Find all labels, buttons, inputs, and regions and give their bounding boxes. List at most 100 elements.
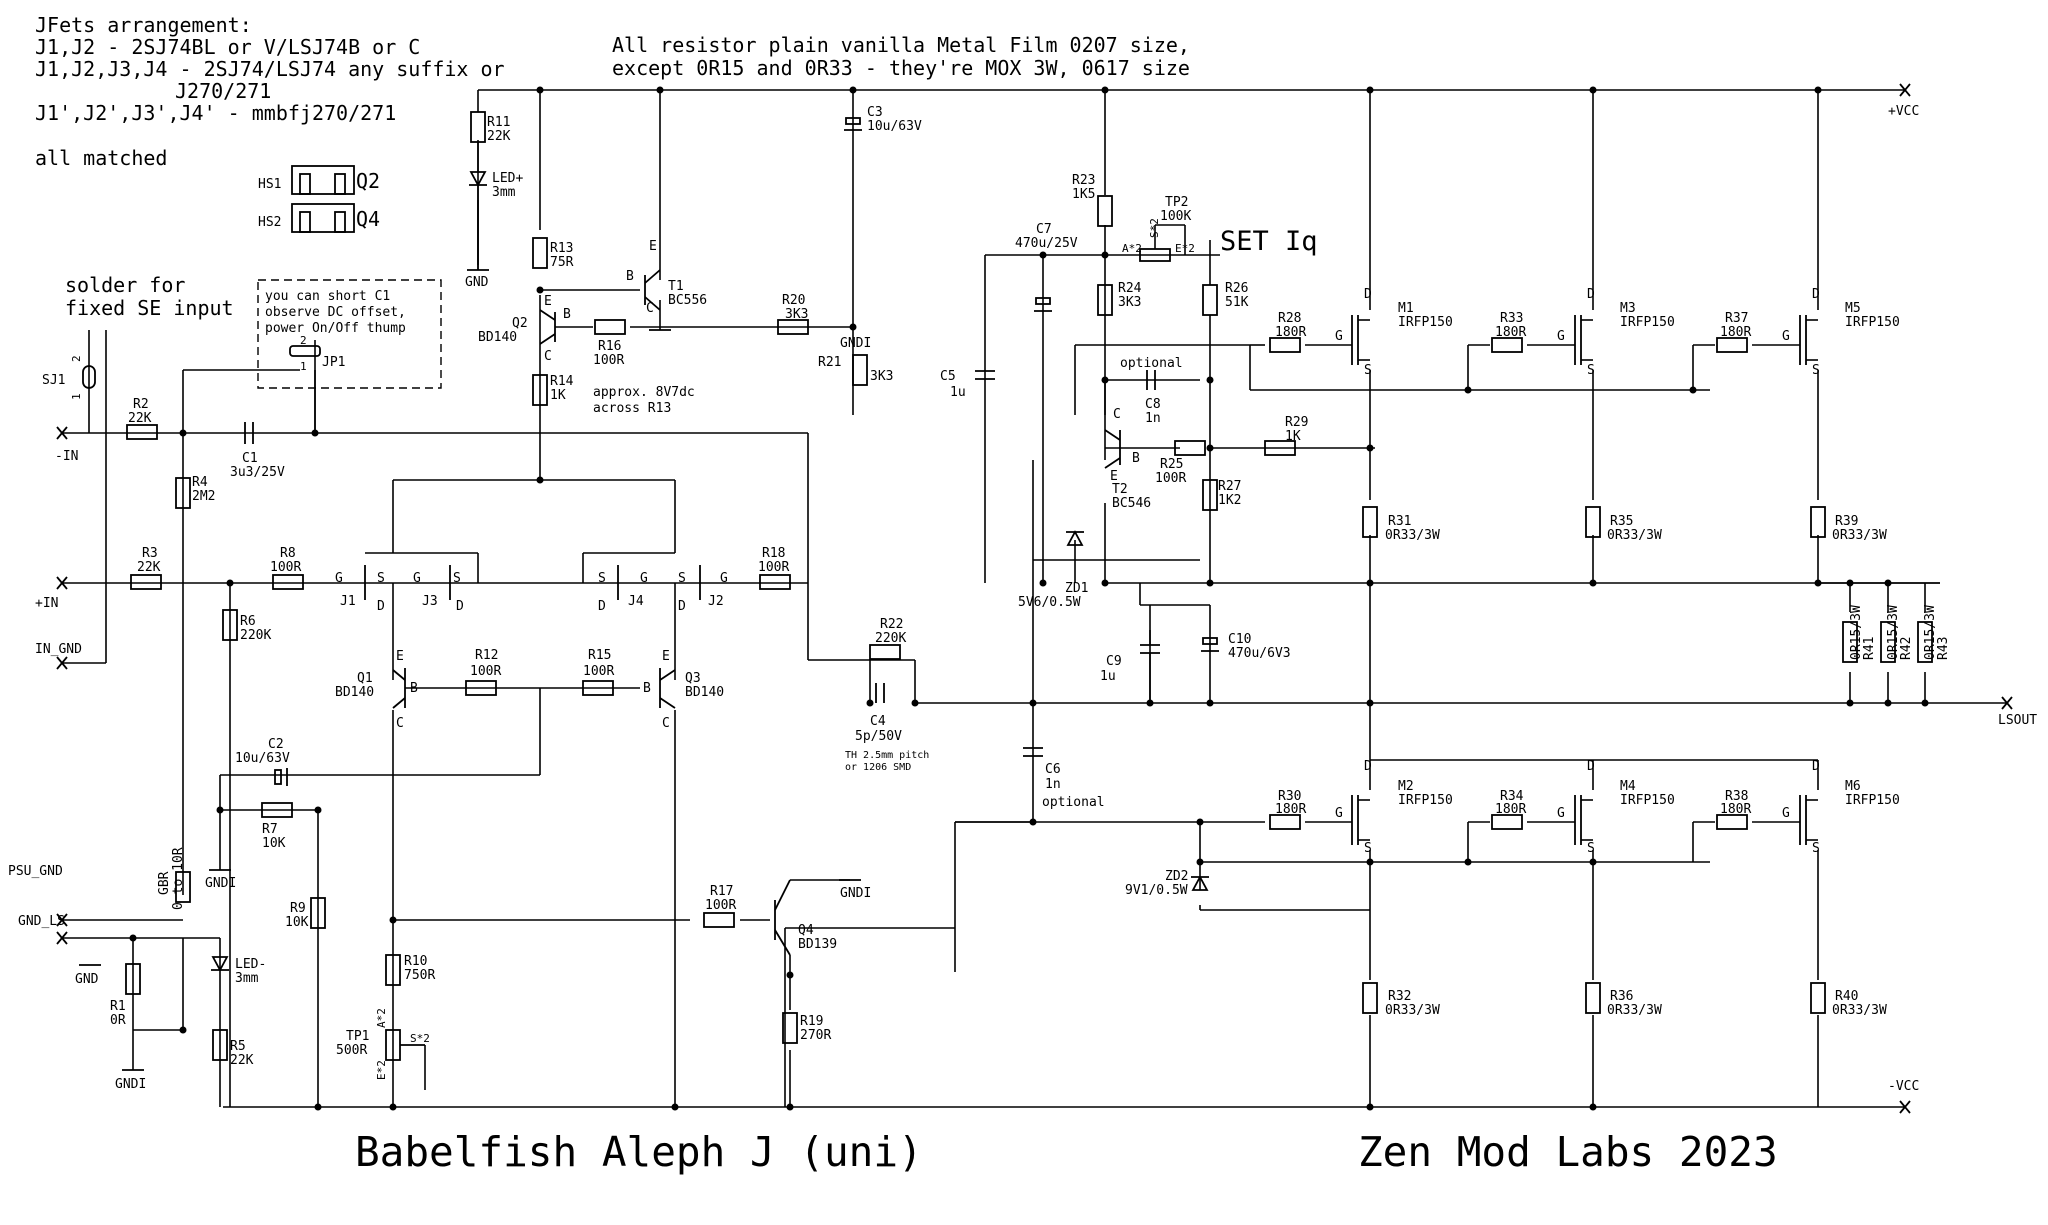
wiring [62,89,2007,1108]
label-r30: R30 [1278,789,1301,804]
transistor-q4 [774,879,791,956]
net-vcc: +VCC [1888,104,1919,119]
pin-m2-d: D [1364,759,1372,774]
label-q4: Q4 [798,923,814,938]
value-r38: 180R [1720,802,1751,817]
pin-t1-b: B [626,269,634,284]
pin-q2-b: B [563,307,571,322]
value-r18: 100R [758,560,789,575]
value-c5: 1u [950,385,966,400]
capacitor-c9 [1140,605,1160,703]
net-gnd-ls: GND_LS [18,914,65,929]
label-j1: J1 [340,594,356,609]
resistor-r33 [1491,337,1523,353]
value-led-minus: 3mm [235,971,259,986]
value-c4: 5p/50V [855,729,902,744]
value-r43: 0R15/3W [1923,605,1938,660]
pin-m2-s: S [1364,841,1372,856]
net-gndi-3: GNDI [840,886,871,901]
mosfet-m5 [1778,315,1818,365]
label-m3: M3 [1620,301,1636,316]
value-r8: 100R [270,560,301,575]
label-r40: R40 [1835,989,1858,1004]
label-r34: R34 [1500,789,1524,804]
resistor-r38 [1716,814,1748,830]
led-plus [469,142,487,270]
trimmer-tp1 [385,1029,426,1090]
value-led-plus: 3mm [492,185,516,200]
label-r36: R36 [1610,989,1633,1004]
value-t2: BC546 [1112,496,1151,511]
resistor-r39 [1810,506,1826,538]
net-psu-gnd: PSU_GND [8,864,63,879]
pin-q1-b: B [410,681,418,696]
value-m6: IRFP150 [1845,793,1900,808]
resistor-r1 [125,963,141,995]
label-c1: C1 [242,451,258,466]
pin-m3-d: D [1587,287,1595,302]
resistor-r34 [1491,814,1523,830]
value-c1: 3u3/25V [230,465,285,480]
label-c7: C7 [1036,222,1052,237]
resistor-r23 [1097,195,1113,227]
label-r35: R35 [1610,514,1633,529]
pin-q2-e: E [544,294,552,309]
value-tp2: 100K [1160,209,1191,224]
note-resistor-1: except 0R15 and 0R33 - they're MOX 3W, 0… [612,56,1190,80]
value-r20: 3K3 [785,307,808,322]
value-r33: 180R [1495,325,1526,340]
capacitor-c1 [244,422,254,444]
label-m6: M6 [1845,779,1861,794]
pin-m2-g: G [1335,806,1343,821]
pin-m5-d: D [1812,287,1820,302]
label-m5: M5 [1845,301,1861,316]
pin-m3-s: S [1587,363,1595,378]
value-m1: IRFP150 [1398,315,1453,330]
pin-tp1-a2: A*2 [375,1008,388,1028]
net-pin: +IN [35,596,58,611]
note-c4-0: TH 2.5mm pitch [845,750,929,761]
pin-j3-d: D [456,599,464,614]
resistor-r25 [1174,440,1206,456]
label-r3: R3 [142,546,158,561]
label-jp1: JP1 [322,355,345,370]
label-m2: M2 [1398,779,1414,794]
resistor-r21 [852,354,868,386]
value-m2: IRFP150 [1398,793,1453,808]
note-approx-0: approx. 8V7dc [593,385,695,400]
value-r24: 3K3 [1118,295,1141,310]
label-r21: R21 [818,355,841,370]
resistor-r5 [212,1029,228,1061]
resistor-r7 [261,802,293,818]
value-r32: 0R33/3W [1385,1003,1440,1018]
jumper-jp1 [289,345,321,357]
label-m4: M4 [1620,779,1636,794]
value-r22: 220K [875,631,906,646]
pin-m6-g: G [1782,806,1790,821]
value-c3: 10u/63V [867,119,922,134]
label-r42: R42 [1899,637,1914,660]
mosfet-m4 [1553,795,1593,845]
value-r34: 180R [1495,802,1526,817]
pin-m5-s: S [1812,363,1820,378]
resistor-r18 [759,574,791,590]
label-zd1: ZD1 [1065,581,1088,596]
label-r1: R1 [110,999,126,1014]
label-r14: R14 [550,374,574,389]
label-j3: J3 [422,594,438,609]
solder-jumper-sj1 [82,365,96,389]
note-solder-1: fixed SE input [65,296,234,320]
junction-dots [129,86,1929,1111]
label-q2: Q2 [512,316,528,331]
label-r33: R33 [1500,311,1523,326]
label-r8: R8 [280,546,296,561]
pin-q1-c: C [396,716,404,731]
value-c9: 1u [1100,669,1116,684]
pin-m4-d: D [1587,759,1595,774]
heatsink-hs1 [291,165,355,195]
jfet-j1 [364,552,393,600]
resistor-r15 [582,680,614,696]
pin-q1-e: E [396,649,404,664]
note-c4-1: or 1206 SMD [845,762,911,773]
resistor-r40 [1810,982,1826,1014]
